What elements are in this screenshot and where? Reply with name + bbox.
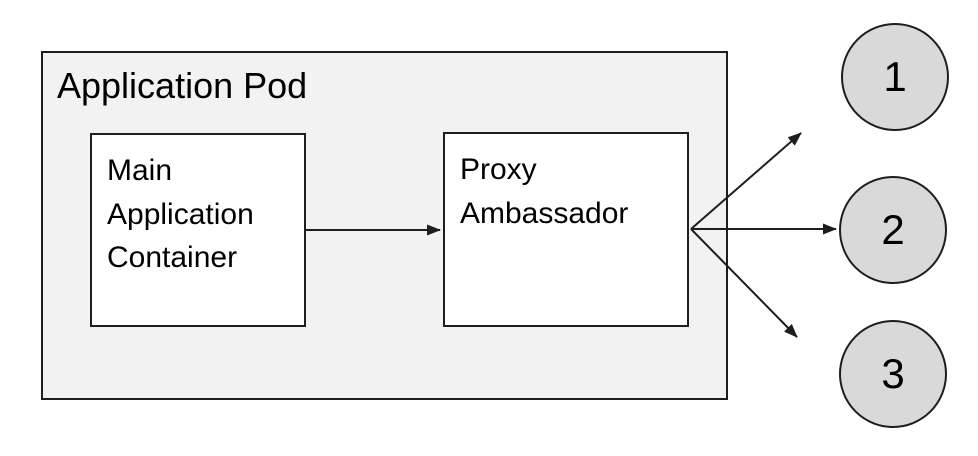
endpoint-circle-3: 3 (839, 320, 947, 428)
endpoint-circle-2-label: 2 (881, 206, 905, 253)
endpoint-circle-1: 1 (841, 23, 949, 131)
application-pod-label: Application Pod (57, 65, 308, 106)
node-proxy-ambassador: Proxy Ambassador (443, 132, 689, 327)
endpoint-circle-3-label: 3 (881, 350, 905, 397)
edge-proxy-to-endpoint-1-arrow (690, 132, 802, 230)
node-main-application-container: Main Application Container (90, 133, 306, 327)
endpoint-circle-2: 2 (839, 176, 947, 284)
node-main-application-container-label: Main Application Container (107, 154, 254, 274)
edge-proxy-to-endpoint-3-arrow (690, 228, 798, 338)
node-proxy-ambassador-label: Proxy Ambassador (460, 153, 629, 230)
endpoint-circle-1-label: 1 (883, 53, 907, 100)
